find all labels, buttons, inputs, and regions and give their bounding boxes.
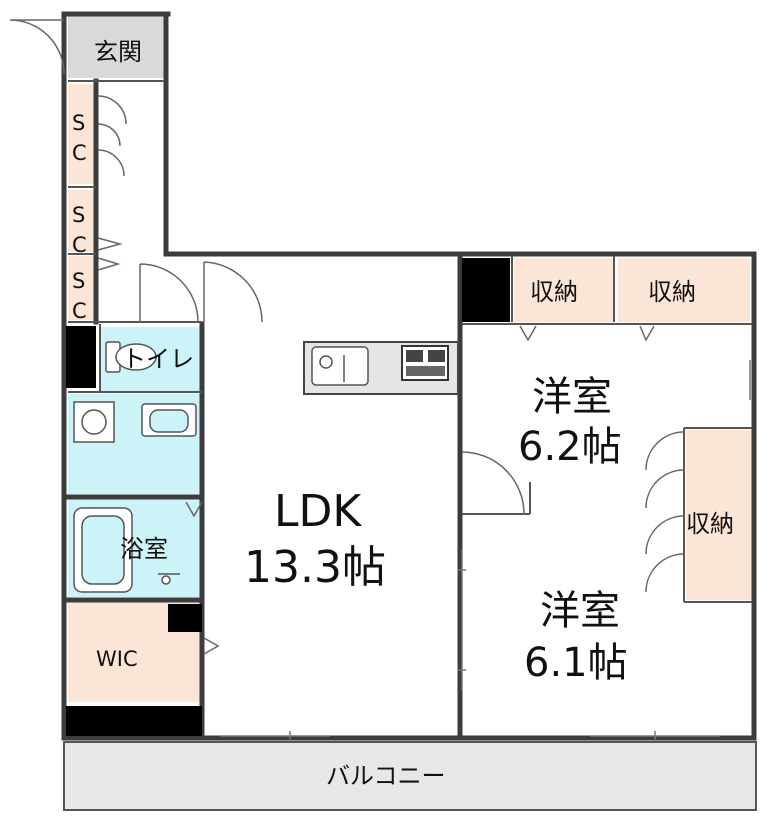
label-western-1-size: 6.2帖 <box>518 424 622 470</box>
label-toilet: トイレ <box>122 345 194 373</box>
label-western-2-size: 6.1帖 <box>524 640 628 686</box>
washing-machine <box>73 401 115 443</box>
label-ldk-size: 13.3帖 <box>244 542 386 593</box>
label-balcony: バルコニー <box>326 762 446 790</box>
shoe-closet-2-floor <box>68 190 98 252</box>
storage-2-floor <box>618 258 750 322</box>
balcony-outline <box>63 741 757 811</box>
doors <box>9 19 685 655</box>
storage-3-floor <box>686 430 752 600</box>
label-wic: WIC <box>96 647 138 671</box>
pillar-toilet <box>66 326 96 388</box>
label-storage-3: 収納 <box>686 510 734 538</box>
label-storage-2: 収納 <box>648 278 696 306</box>
bathtub <box>73 507 180 593</box>
label-bath: 浴室 <box>120 535 168 563</box>
partitions <box>68 80 752 603</box>
entrance-floor <box>68 16 164 78</box>
label-ldk: LDK <box>274 486 362 537</box>
walls <box>61 11 757 741</box>
label-genkan: 玄関 <box>94 38 142 66</box>
pillars <box>66 258 510 736</box>
label-storage-1: 収納 <box>530 278 578 306</box>
sink <box>311 346 369 386</box>
shoe-closet-1-floor <box>68 84 98 184</box>
pillar-bedroom <box>462 258 510 322</box>
washroom-fixtures <box>73 401 197 443</box>
balcony-floor <box>64 740 756 810</box>
label-western-1: 洋室 <box>532 374 612 420</box>
kitchen-counter <box>303 341 459 395</box>
toilet-fixture <box>105 341 157 373</box>
label-western-2: 洋室 <box>540 588 620 634</box>
storage-1-floor <box>514 258 614 322</box>
pillar-bottom <box>66 706 202 736</box>
pillar-bath <box>168 604 202 632</box>
windows <box>220 360 751 741</box>
shoe-closet-3-floor <box>68 256 98 320</box>
